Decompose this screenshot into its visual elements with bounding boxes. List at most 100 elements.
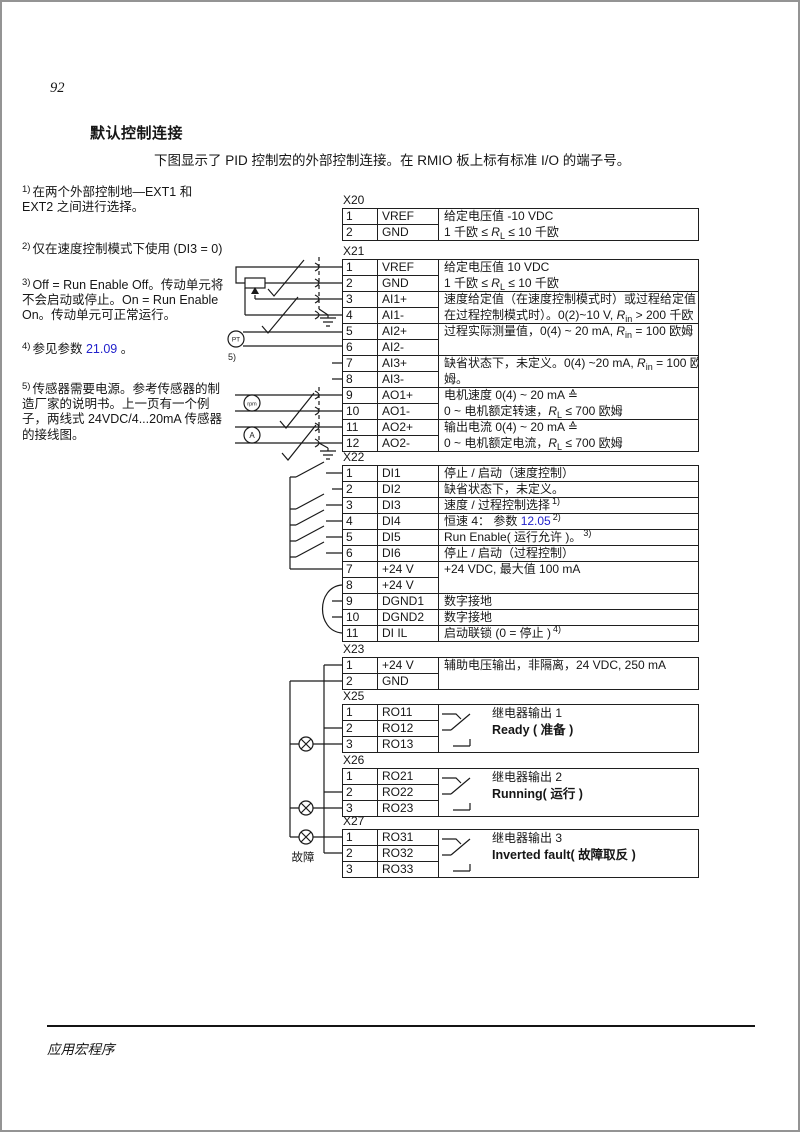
signal-cell: AI1- — [377, 307, 439, 324]
pin-cell: 7 — [342, 561, 378, 578]
pin-cell: 10 — [342, 403, 378, 420]
lamp-icon-fault — [298, 829, 314, 845]
pin-cell: 1 — [342, 657, 378, 674]
signal-cell: AO2- — [377, 435, 439, 452]
pin-cell: 5 — [342, 323, 378, 340]
param-link-1205[interactable]: 12.05 — [520, 514, 551, 529]
pin-cell: 2 — [342, 845, 378, 862]
pin-cell: 2 — [342, 784, 378, 801]
param-link-2109[interactable]: 21.09 — [85, 342, 118, 356]
table-row: 2 GND — [342, 224, 699, 241]
note5-label: 5) — [228, 352, 236, 362]
wiring-diagram: PT 5) rpm A 故障 — [227, 257, 343, 864]
ammeter-icon — [243, 426, 261, 444]
pin-cell: 1 — [342, 259, 378, 276]
signal-cell: +24 V — [377, 561, 439, 578]
signal-cell: RO32 — [377, 845, 439, 862]
pin-cell: 2 — [342, 275, 378, 292]
signal-cell: DI3 — [377, 497, 439, 514]
gnd-bus — [289, 680, 342, 837]
table-row: 1+24 V 辅助电压输出，非隔离，24 VDC, 250 mA — [342, 657, 699, 690]
rpm-meter-icon — [243, 394, 261, 412]
jumper-wire — [321, 584, 343, 634]
pin-cell: 11 — [342, 625, 378, 642]
signal-cell: DGND1 — [377, 593, 439, 610]
footnote-5-marker: 5) — [22, 381, 31, 392]
signal-cell: RO11 — [377, 704, 439, 721]
pin-cell: 3 — [342, 291, 378, 308]
footnote-4: 4)参见参数 21.09 。 — [22, 342, 340, 357]
signal-cell: DI5 — [377, 529, 439, 546]
pin-cell: 7 — [342, 355, 378, 372]
terminal-block-label: X25 — [343, 689, 365, 703]
signal-cell: +24 V — [377, 577, 439, 594]
terminal-block-label: X26 — [343, 753, 365, 767]
description-cell: +24 VDC, 最大值 100 mA — [438, 561, 699, 594]
potentiometer-symbol — [244, 277, 266, 289]
pt-sensor-icon — [227, 330, 245, 348]
footnote-1: 1)在两个外部控制地—EXT1 和 EXT2 之间进行选择。 — [22, 185, 340, 215]
footnote-1-text: 在两个外部控制地—EXT1 和 EXT2 之间进行选择。 — [22, 185, 193, 215]
pin-cell: 12 — [342, 435, 378, 452]
signal-cell: AI1+ — [377, 291, 439, 308]
pin-cell: 2 — [342, 481, 378, 498]
description-cell: Run Enable( 运行允许 )。3) — [438, 529, 699, 546]
plus24-bus — [323, 664, 342, 854]
signal-cell: RO13 — [377, 736, 439, 753]
pin-cell: 6 — [342, 339, 378, 356]
footnote-1-marker: 1) — [22, 184, 31, 195]
pot-wiper-arrow — [251, 287, 259, 294]
description-cell: 输出电流 0(4) ~ 20 mA ≙ 0 ~ 电机额定电流，RL ≤ 700 … — [438, 419, 699, 452]
pin-cell: 1 — [342, 704, 378, 721]
twisted-pair-marks — [261, 259, 317, 461]
footer-rule — [47, 1025, 755, 1027]
pin-cell: 1 — [342, 768, 378, 785]
description-cell: 电机速度 0(4) ~ 20 mA ≙ 0 ~ 电机额定转速，RL ≤ 700 … — [438, 387, 699, 420]
section-heading: 默认控制连接 — [90, 125, 184, 142]
description-cell: 辅助电压输出，非隔离，24 VDC, 250 mA — [438, 657, 699, 690]
terminal-block-label: X20 — [343, 193, 365, 207]
terminal-block-label: X23 — [343, 642, 365, 656]
signal-cell: GND — [377, 673, 439, 690]
pin-cell: 1 — [342, 829, 378, 846]
pin-cell: 4 — [342, 307, 378, 324]
signal-cell: RO12 — [377, 720, 439, 737]
ground-icon — [318, 308, 336, 460]
pin-cell: 1 — [342, 465, 378, 482]
di-common-bus — [289, 477, 342, 570]
description-cell: 启动联锁 (0 = 停止 )4) — [438, 625, 699, 642]
pin-cell: 2 — [342, 673, 378, 690]
pin-cell: 11 — [342, 419, 378, 436]
pt-sensor-label: PT — [232, 337, 240, 344]
footnote-4-text: 参见参数 — [32, 342, 86, 356]
terminal-block-x20: X20 1 VREF 给定电压值 -10 VDC 1 千欧 ≤ RL ≤ 10 … — [342, 194, 699, 241]
meter-wires — [235, 394, 342, 444]
description-cell: 停止 / 启动（速度控制） — [438, 465, 699, 482]
pin-cell: 6 — [342, 545, 378, 562]
signal-cell: RO23 — [377, 800, 439, 817]
signal-cell: RO22 — [377, 784, 439, 801]
relay-contact-icon — [442, 777, 471, 811]
signal-cell: DI4 — [377, 513, 439, 530]
description-cell: 给定电压值 10 VDC 1 千欧 ≤ RL ≤ 10 千欧 — [438, 259, 699, 292]
